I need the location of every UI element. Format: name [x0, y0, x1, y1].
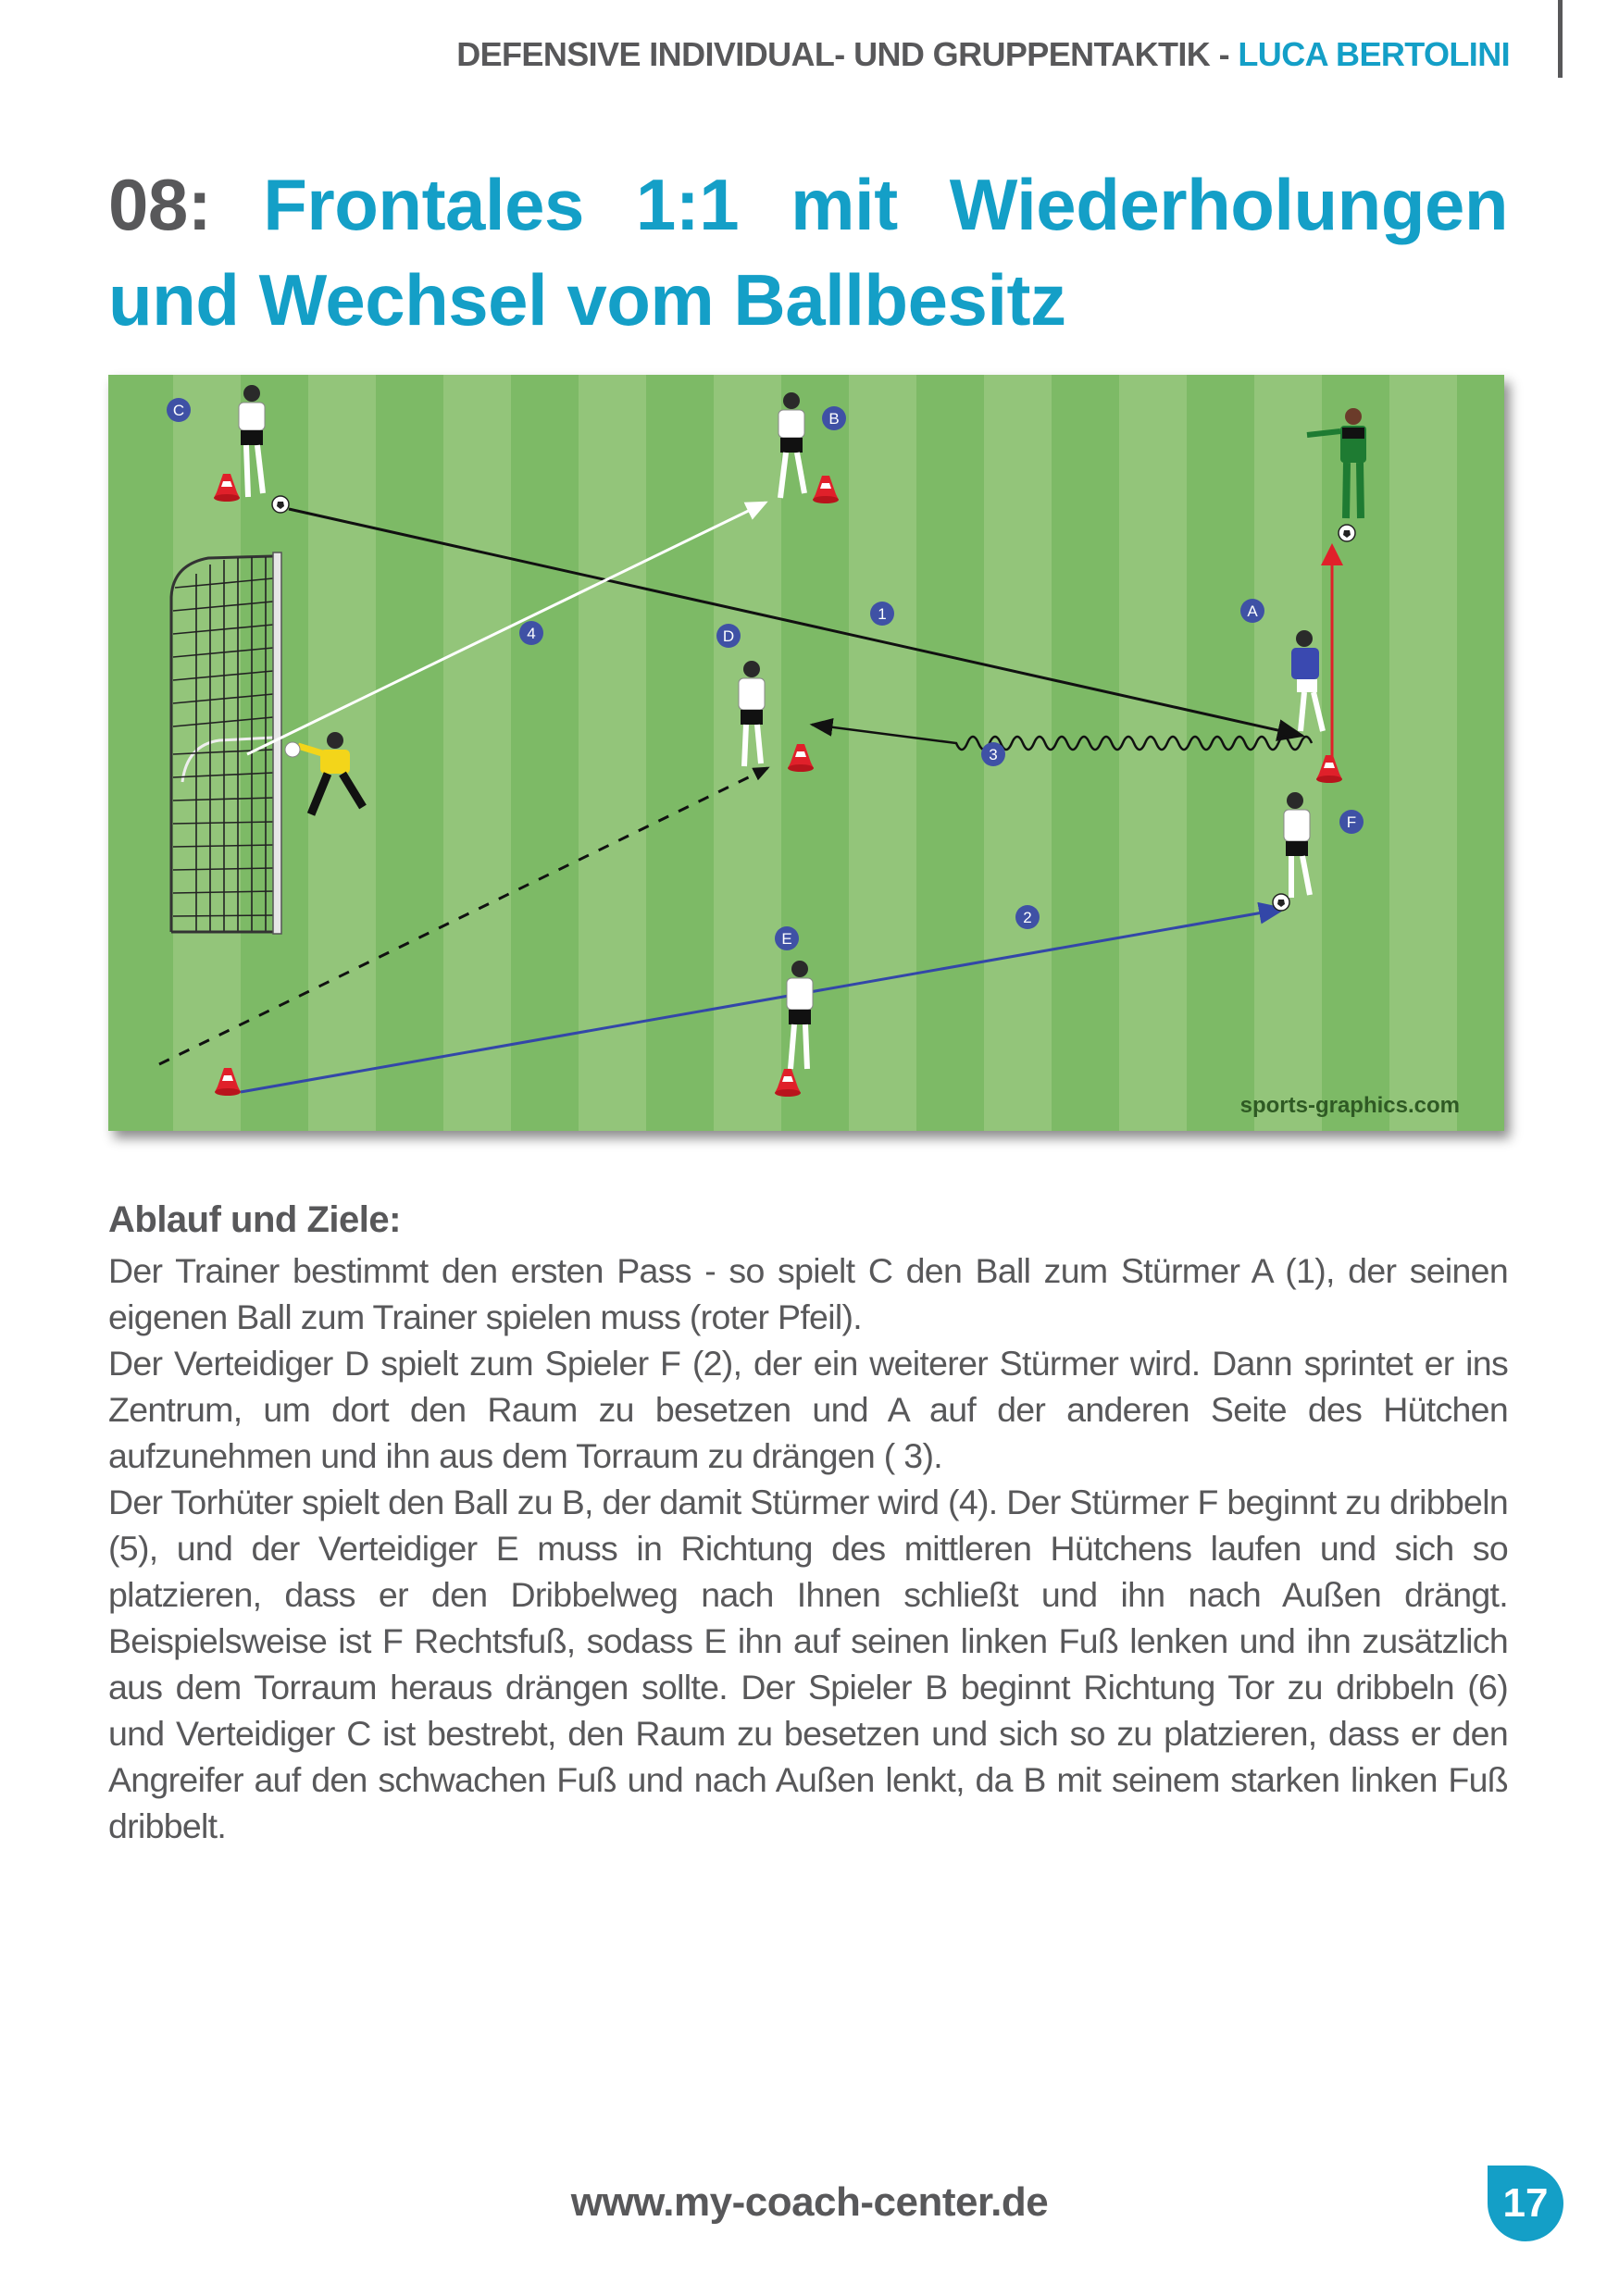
training-diagram: C B A D F E 1 4 3 2 sports-graphics.com [108, 375, 1504, 1131]
page-title: 08: Frontales 1:1 mit Wiederholungen und… [108, 157, 1509, 348]
svg-text:A: A [1247, 602, 1258, 620]
player-e-figure [786, 961, 814, 1070]
svg-text:D: D [723, 627, 734, 645]
pass-arrow-2 [240, 901, 1287, 1094]
label-player-a: A [1240, 599, 1264, 623]
label-player-c: C [167, 398, 191, 422]
svg-text:F: F [1347, 813, 1356, 831]
player-b-figure [778, 392, 807, 499]
paragraph: Der Trainer bestimmt den ersten Pass - s… [108, 1251, 1509, 1336]
ball-icon [1338, 524, 1356, 542]
svg-text:2: 2 [1023, 909, 1031, 926]
ball-icon [1272, 893, 1290, 912]
player-c-figure [238, 385, 266, 498]
running-header: DEFENSIVE INDIVIDUAL- UND GRUPPENTAKTIK … [456, 35, 1510, 74]
running-title: DEFENSIVE INDIVIDUAL- UND GRUPPENTAKTIK … [456, 35, 1239, 73]
player-f-figure [1283, 792, 1313, 898]
svg-text:E: E [781, 930, 791, 948]
dribble-arrow-3 [809, 717, 1314, 751]
pitch-illustration: C B A D F E 1 4 3 2 sports-graphics.com [108, 375, 1504, 1131]
paragraph: Der Verteidiger D spielt zum Spieler F (… [108, 1344, 1509, 1475]
label-player-f: F [1339, 810, 1364, 834]
label-player-b: B [822, 406, 846, 430]
label-step-1: 1 [870, 602, 894, 626]
svg-text:1: 1 [878, 605, 886, 623]
goalkeeper-figure [284, 732, 367, 816]
svg-text:C: C [173, 402, 184, 419]
watermark: sports-graphics.com [1240, 1093, 1460, 1118]
svg-text:4: 4 [527, 625, 535, 642]
run-arrow-dashed [158, 766, 770, 1066]
section-heading: Ablauf und Ziele: [108, 1199, 401, 1240]
svg-text:3: 3 [989, 746, 997, 763]
player-d-figure [738, 661, 766, 767]
body-text: Der Trainer bestimmt den ersten Pass - s… [108, 1247, 1509, 1849]
ball-icon [271, 495, 290, 514]
pass-arrow-4 [246, 501, 768, 756]
svg-text:B: B [828, 410, 839, 428]
goal-icon [169, 552, 282, 935]
pass-arrow-1 [288, 507, 1305, 741]
header-divider [1558, 0, 1563, 78]
label-player-d: D [716, 624, 741, 648]
exercise-number: 08: [108, 164, 212, 245]
player-a-figure [1291, 630, 1326, 732]
paragraph: Der Torhüter spielt den Ball zu B, der d… [108, 1483, 1509, 1845]
author-name: LUCA BERTOLINI [1238, 35, 1510, 73]
label-step-4: 4 [519, 621, 543, 645]
label-step-2: 2 [1015, 905, 1040, 929]
exercise-title: Frontales 1:1 mit Wiederholungen und Wec… [108, 164, 1509, 341]
page-number-badge: 17 [1488, 2166, 1563, 2241]
label-player-e: E [775, 926, 799, 950]
footer-url[interactable]: www.my-coach-center.de [570, 2179, 1049, 2225]
trainer-figure [1306, 408, 1366, 519]
label-step-3: 3 [981, 742, 1005, 766]
